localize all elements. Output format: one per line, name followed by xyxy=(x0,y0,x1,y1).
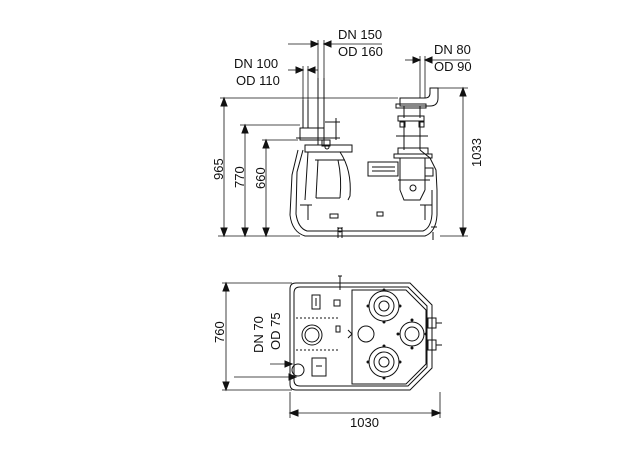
dn100-label: DN 100 xyxy=(234,56,279,71)
od90-label: OD 90 xyxy=(434,59,472,74)
dim-760-label: 760 xyxy=(212,321,227,343)
dn80-label: DN 80 xyxy=(434,42,471,57)
dim-770-label: 770 xyxy=(232,166,247,188)
tank-body-outline xyxy=(290,150,437,236)
pump-motor xyxy=(368,162,398,176)
dim-1030-label: 1030 xyxy=(350,415,379,430)
dim-660-label: 660 xyxy=(253,167,268,189)
top-view-outline xyxy=(290,283,432,390)
dim-1033-label: 1033 xyxy=(469,138,484,167)
side-view xyxy=(218,40,470,240)
top-view xyxy=(222,276,442,418)
od75-label: OD 75 xyxy=(268,312,283,350)
od110-label: OD 110 xyxy=(236,73,280,88)
dim-965-label: 965 xyxy=(211,158,226,180)
inlet-dn150-top xyxy=(302,325,322,345)
discharge-elbow xyxy=(400,88,438,106)
dn150-label: DN 150 xyxy=(338,27,383,42)
dn70-label: DN 70 xyxy=(251,316,266,353)
od160-label: OD 160 xyxy=(338,44,383,59)
